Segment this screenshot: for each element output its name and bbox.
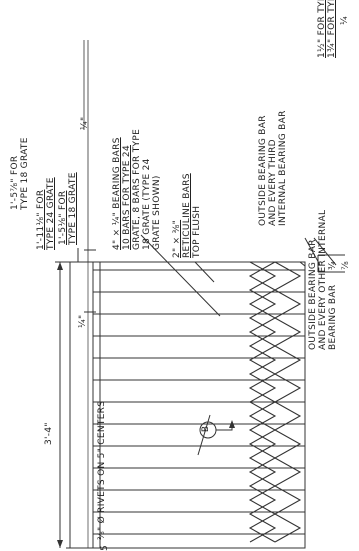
outside-third-note: OUTSIDE BEARING BAR AND EVERY THIRD INTE… — [258, 110, 288, 226]
bearing-bars — [93, 269, 305, 535]
corner-mark: ¼ — [340, 15, 350, 25]
leader-rivets — [197, 414, 211, 456]
quarter-top-label: ¼" — [80, 116, 90, 130]
reticuline-note: 2" × ⅜" RETICULINE BARS TOP FLUSH — [172, 173, 202, 258]
weld-size-b: ⅞ — [341, 260, 351, 270]
rivets-note: ⅜" Ø RIVETS ON 5" CENTERS — [97, 400, 107, 540]
weld-size-a: ¾ — [328, 260, 338, 270]
small-dim-5: 5 — [100, 544, 110, 551]
overall-length-dim: 3'-4" — [44, 422, 54, 445]
quarter-bottom-label: ¼" — [78, 314, 88, 328]
section-mark-letter: B — [201, 425, 212, 433]
grate-outline — [92, 261, 306, 549]
top-right-note: 1½" FOR TYPE 1¾" FOR TYPE — [317, 0, 337, 58]
reticuline-pattern — [248, 261, 306, 543]
leader-bearing-bars — [140, 234, 221, 317]
outside-other-note: OUTSIDE BEARING BAR AND EVERY OTHER INTE… — [308, 209, 338, 350]
bearing-bars-note: 4" × ¼" BEARING BARS 10 BARS FOR TYPE 24… — [112, 128, 162, 250]
leader-reticuline — [194, 261, 215, 283]
